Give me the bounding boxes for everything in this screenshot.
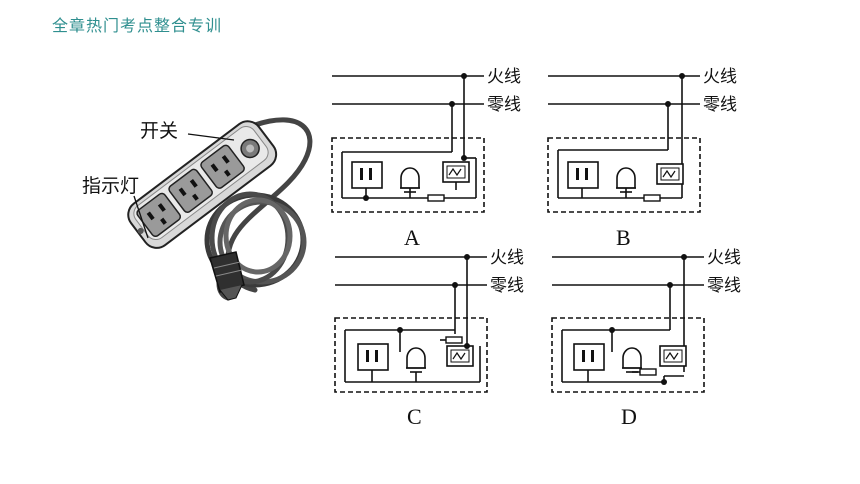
option-d-label: D [621, 404, 637, 429]
section-header: 全章热门考点整合专训 [52, 16, 223, 35]
option-c-label: C [407, 404, 422, 429]
switch-label: 开关 [140, 120, 178, 142]
power-strip-illustration [127, 117, 313, 301]
live-wire-label-b: 火线 [703, 67, 737, 87]
live-wire-label-d: 火线 [707, 248, 741, 268]
live-wire-label-c: 火线 [490, 248, 524, 268]
neutral-wire-label-b: 零线 [703, 95, 737, 115]
circuit-b-components [567, 73, 685, 202]
neutral-wire-label-d: 零线 [707, 276, 741, 296]
circuit-b [547, 75, 701, 213]
neutral-wire-label-a: 零线 [487, 95, 521, 115]
option-a-label: A [404, 225, 420, 250]
circuit-a [331, 75, 485, 213]
circuit-d-components [573, 254, 687, 385]
indicator-label: 指示灯 [82, 175, 139, 197]
circuit-c [334, 256, 488, 393]
option-b-label: B [616, 225, 631, 250]
circuit-a-components [351, 73, 470, 202]
circuit-c-components [357, 254, 474, 373]
neutral-wire-label-c: 零线 [490, 276, 524, 296]
live-wire-label-a: 火线 [487, 67, 521, 87]
